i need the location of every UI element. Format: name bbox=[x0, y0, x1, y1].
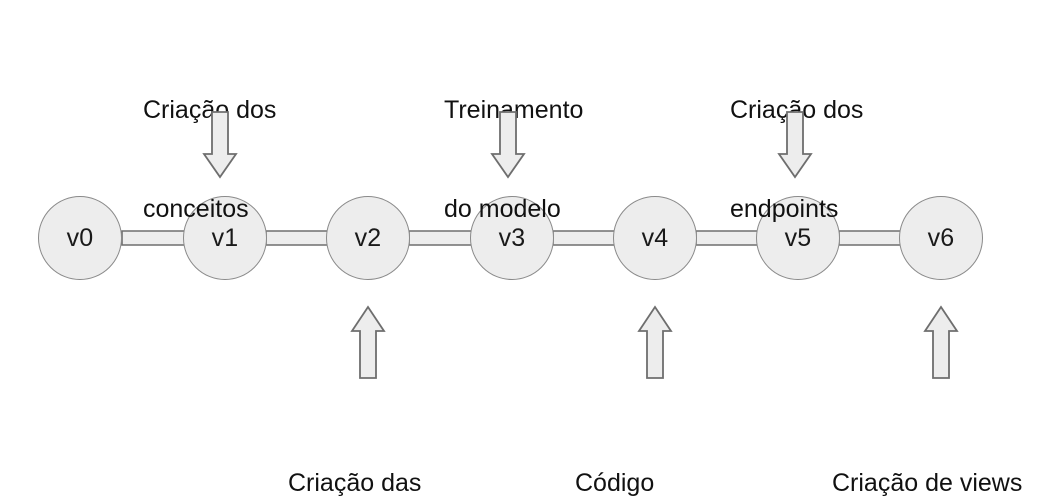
up-arrow-icon-views bbox=[923, 304, 959, 380]
down-arrow-icon-conceitos bbox=[202, 110, 238, 180]
node-label-v5: v5 bbox=[784, 223, 812, 252]
annotation-label-acoes: Criação das ações bbox=[288, 401, 421, 503]
node-label-v1: v1 bbox=[211, 223, 239, 252]
up-arrow-icon-acoes bbox=[350, 304, 386, 380]
node-v5[interactable]: v5 bbox=[756, 196, 840, 280]
down-arrow-icon-endpoints bbox=[777, 110, 813, 180]
annotation-line-1: Criação dos bbox=[730, 96, 864, 124]
node-label-v0: v0 bbox=[66, 223, 94, 252]
node-label-v3: v3 bbox=[498, 223, 526, 252]
down-arrow-icon-treinamento bbox=[490, 110, 526, 180]
node-v0[interactable]: v0 bbox=[38, 196, 122, 280]
annotation-label-views: Criação de views e dialogs bbox=[832, 401, 1022, 503]
annotation-label-javascript: Código JavaScript bbox=[575, 401, 692, 503]
annotation-label-endpoints: Criação dos endpoints bbox=[730, 28, 863, 292]
annotation-line-1: Criação de views bbox=[832, 469, 1023, 497]
node-label-v4: v4 bbox=[641, 223, 669, 252]
node-label-v2: v2 bbox=[354, 223, 382, 252]
annotation-line-1: Código bbox=[575, 469, 655, 497]
annotation-line-1: Criação das bbox=[288, 469, 422, 497]
up-arrow-icon-javascript bbox=[637, 304, 673, 380]
node-v4[interactable]: v4 bbox=[613, 196, 697, 280]
annotation-line-2: do modelo bbox=[444, 195, 561, 223]
annotation-line-2: endpoints bbox=[730, 195, 839, 223]
annotation-line-2: conceitos bbox=[143, 195, 249, 223]
node-v6[interactable]: v6 bbox=[899, 196, 983, 280]
annotation-label-conceitos: Criação dos conceitos bbox=[143, 28, 276, 292]
node-label-v6: v6 bbox=[927, 223, 955, 252]
node-v1[interactable]: v1 bbox=[183, 196, 267, 280]
node-v2[interactable]: v2 bbox=[326, 196, 410, 280]
node-v3[interactable]: v3 bbox=[470, 196, 554, 280]
